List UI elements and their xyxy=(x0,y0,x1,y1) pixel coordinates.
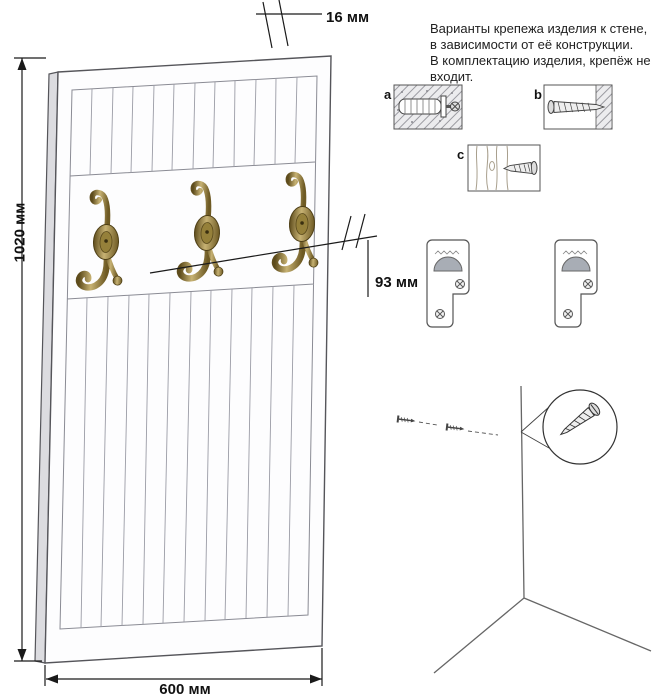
fastener-label-c: c xyxy=(457,147,465,162)
dim-height-label: 1020 мм xyxy=(11,202,29,263)
panel xyxy=(34,55,332,664)
dimension-width xyxy=(44,648,323,686)
fastener-option-c xyxy=(467,144,541,192)
panel-front-face xyxy=(44,55,332,664)
dimension-height xyxy=(14,57,46,662)
callout-leader-lines xyxy=(520,406,550,449)
screw-head-icon xyxy=(547,100,555,114)
note-line-1: Варианты крепежа изделия к стене, xyxy=(430,21,648,36)
note-line-3: В комплектацию изделия, крепёж не xyxy=(430,53,651,68)
fastener-option-b xyxy=(543,84,613,130)
mounting-note: Варианты крепежа изделия к стене, в зави… xyxy=(430,21,660,85)
corner-wall-lines xyxy=(433,385,652,674)
note-line-2: в зависимости от её конструкции. xyxy=(430,37,634,52)
dimension-hook-offset xyxy=(149,213,378,297)
corner-mounting-illustration xyxy=(396,385,652,674)
dim-thickness-label: 16 мм xyxy=(326,9,370,26)
wood-grain-icon xyxy=(475,145,509,191)
detail-circle xyxy=(542,389,618,465)
mounting-bracket-2 xyxy=(554,239,598,328)
dim-hook-offset-label: 93 мм xyxy=(375,274,419,291)
panel-planks-bottom xyxy=(80,284,295,629)
dim-width-label: 600 мм xyxy=(159,681,211,698)
dimension-thickness xyxy=(256,0,322,49)
mounting-brackets xyxy=(426,239,598,328)
small-screw-icon-2 xyxy=(445,422,466,434)
mounting-bracket-1 xyxy=(426,239,470,328)
small-screw-icon-1 xyxy=(396,414,417,426)
fastener-option-a xyxy=(393,84,463,130)
fastener-label-a: a xyxy=(384,87,392,102)
panel-planks-top xyxy=(89,76,298,176)
note-line-4: входит. xyxy=(430,69,474,84)
fastener-label-b: b xyxy=(534,87,542,102)
